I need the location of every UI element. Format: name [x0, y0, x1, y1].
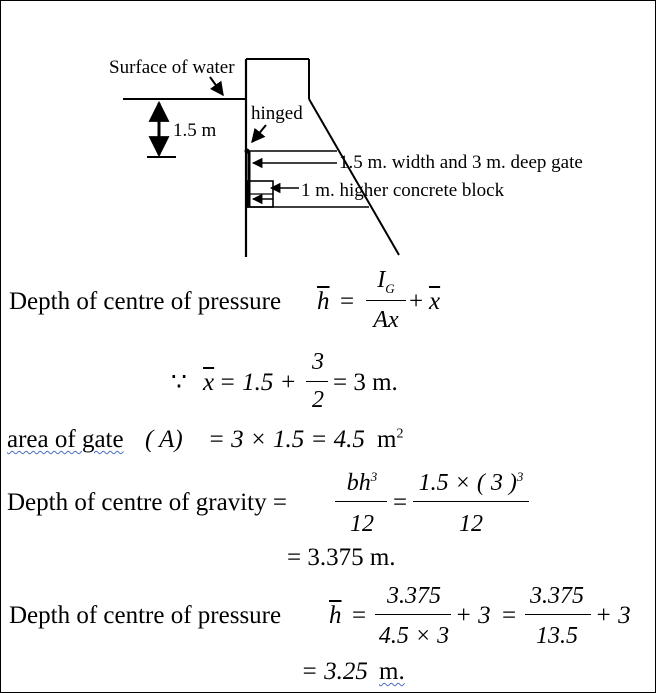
dam-downstream-face — [308, 98, 400, 256]
eq3-A: ( A) — [145, 426, 183, 453]
eq5-result: = 3.25 — [301, 658, 368, 685]
eq5-plus-1: + 3 — [455, 602, 491, 629]
eq2-denominator: 2 — [312, 387, 324, 413]
gate-diagram — [123, 58, 400, 257]
eq5-result-unit: m. — [379, 658, 405, 685]
eq5-denominator-1: 4.5 × 3 — [378, 623, 450, 649]
because-symbol: ∵ — [171, 369, 187, 396]
eq5-numerator-2: 3.375 — [530, 583, 584, 609]
eq5-hbar: h — [329, 602, 342, 629]
eq2-numerator: 3 — [312, 349, 324, 375]
eq3-text: area of gate — [7, 426, 124, 453]
eq5-equals: = — [352, 602, 367, 629]
eq1-hbar: h — [317, 288, 330, 315]
depth-label: 1.5 m — [173, 120, 217, 141]
eq4-denominator-2: 12 — [459, 511, 483, 537]
eq4-fraction-bar-2 — [413, 501, 529, 502]
eq5-plus-2: + 3 — [595, 602, 631, 629]
gate-label: 1.5 m. width and 3 m. deep gate — [339, 152, 583, 173]
eq2-mid: = 1.5 + — [219, 369, 297, 396]
eq1-equals: = — [340, 288, 355, 315]
hinge-label: hinged — [251, 103, 303, 124]
eq1-xbar: x — [429, 288, 441, 315]
eq2-fraction-bar — [306, 381, 328, 382]
eq2-result: = 3 m. — [333, 369, 398, 396]
eq5-fraction-bar-1 — [375, 614, 451, 615]
eq3-rhs: = 3 × 1.5 = 4.5 — [208, 426, 365, 453]
eq1-plus: + — [409, 288, 424, 315]
eq4-numerator-1: bh3 — [346, 469, 378, 496]
eq4-text: Depth of centre of gravity = — [7, 489, 287, 516]
eq4-result: = 3.375 m. — [287, 544, 396, 571]
eq1-fraction-bar — [366, 300, 406, 301]
eq4-equals: = — [393, 489, 408, 516]
eq5-denominator-2: 13.5 — [536, 623, 578, 649]
surface-label: Surface of water — [109, 57, 235, 78]
eq5-fraction-bar-2 — [525, 614, 591, 615]
eq5-equals-2: = — [502, 602, 517, 629]
eq3-unit: m2 — [377, 426, 404, 453]
eq1-numerator: IG — [377, 267, 395, 296]
block-label: 1 m. higher concrete block — [301, 180, 505, 201]
eq4-fraction-bar-1 — [335, 501, 387, 502]
surface-pointer — [209, 76, 224, 97]
eq5-numerator-1: 3.375 — [387, 583, 441, 609]
eq1-text: Depth of centre of pressure — [9, 288, 282, 315]
eq4-numerator-2: 1.5 × ( 3 )3 — [418, 469, 524, 496]
hinge-pointer — [251, 124, 267, 144]
eq5-text: Depth of centre of pressure — [9, 602, 282, 629]
eq4-denominator-1: 12 — [350, 511, 374, 537]
eq2-xbar: x — [203, 369, 215, 396]
eq1-denominator: Ax — [373, 307, 399, 333]
